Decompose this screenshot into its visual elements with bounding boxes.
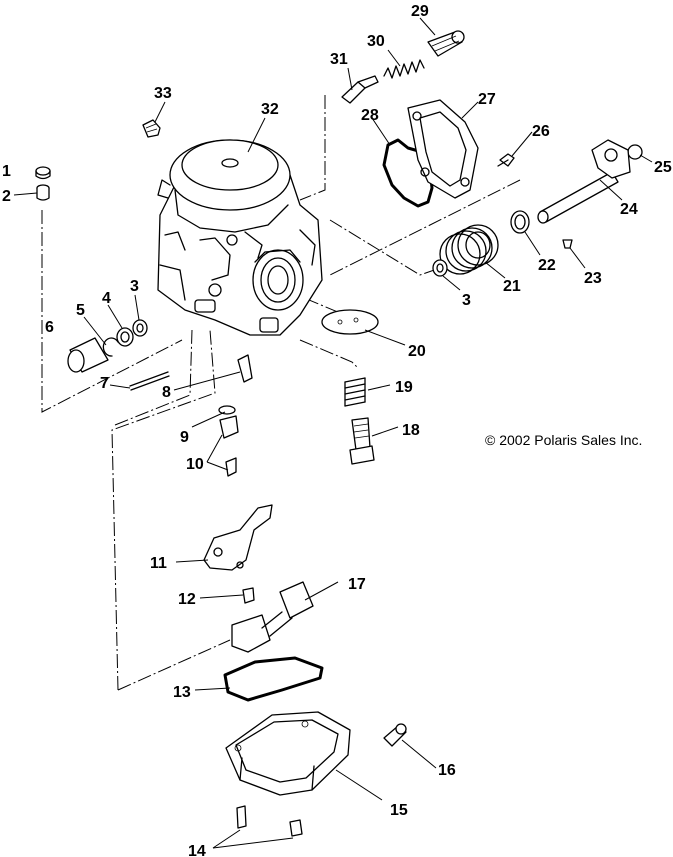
callout-18: 18 xyxy=(402,422,420,439)
callout-7: 7 xyxy=(100,375,109,392)
part-12-screw xyxy=(242,587,255,604)
callout-10: 10 xyxy=(186,456,204,473)
callout-2: 2 xyxy=(2,188,11,205)
callout-1: 1 xyxy=(2,163,11,180)
part-30-spring xyxy=(383,59,425,79)
callout-labels: 1 2 3 3 4 5 6 7 8 9 10 11 12 13 14 15 16… xyxy=(2,3,672,857)
callout-8: 8 xyxy=(162,384,171,401)
part-22-bushing xyxy=(510,210,530,234)
callout-31: 31 xyxy=(330,51,348,68)
part-28-o-ring xyxy=(382,138,434,208)
part-19-spring xyxy=(344,377,366,407)
part-3-washer-left xyxy=(132,319,148,337)
part-29-cap xyxy=(427,30,465,57)
callout-26: 26 xyxy=(532,123,550,140)
part-4-o-ring xyxy=(116,327,134,347)
leader-lines xyxy=(13,17,653,849)
part-15-float-bowl xyxy=(225,711,351,796)
callout-5: 5 xyxy=(76,302,85,319)
callout-4: 4 xyxy=(102,290,111,307)
callout-9: 9 xyxy=(180,429,189,446)
part-11-bracket xyxy=(203,504,273,571)
callout-13: 13 xyxy=(173,684,191,701)
part-13-gasket xyxy=(223,656,324,702)
callout-24: 24 xyxy=(620,201,638,218)
copyright-notice: © 2002 Polaris Sales Inc. xyxy=(485,432,643,448)
callout-6: 6 xyxy=(45,319,54,336)
callout-3-right: 3 xyxy=(462,292,471,309)
part-6-cap xyxy=(67,337,109,373)
part-23-screw xyxy=(562,239,573,249)
callout-20: 20 xyxy=(408,343,426,360)
part-21-spring xyxy=(439,224,499,275)
part-27-cover xyxy=(407,99,479,199)
part-1-cap xyxy=(35,166,51,180)
part-33-screw xyxy=(142,119,161,138)
callout-15: 15 xyxy=(390,802,408,819)
part-26-screw xyxy=(497,153,515,167)
part-24-throttle-shaft xyxy=(537,139,631,224)
part-18-screw xyxy=(349,417,375,465)
part-8-jet xyxy=(237,354,253,383)
part-14-screws xyxy=(236,805,303,837)
callout-25: 25 xyxy=(654,159,672,176)
callout-22: 22 xyxy=(538,257,556,274)
part-10-needle-jet xyxy=(219,415,239,477)
callout-33: 33 xyxy=(154,85,172,102)
callout-29: 29 xyxy=(411,3,429,20)
carburetor-body xyxy=(157,139,323,336)
part-2-fitting xyxy=(36,184,50,201)
callout-30: 30 xyxy=(367,33,385,50)
callout-28: 28 xyxy=(361,107,379,124)
callout-19: 19 xyxy=(395,379,413,396)
part-16-drain-screw xyxy=(383,723,407,747)
part-7-needle xyxy=(129,371,170,391)
callout-14: 14 xyxy=(188,843,206,857)
part-3-washer-right xyxy=(432,259,448,277)
callout-32: 32 xyxy=(261,101,279,118)
callout-23: 23 xyxy=(584,270,602,287)
callout-11: 11 xyxy=(150,555,167,572)
part-20-throttle-plate xyxy=(321,309,379,335)
callout-3-left: 3 xyxy=(130,278,139,295)
part-31-pilot-screw xyxy=(341,75,379,104)
callout-16: 16 xyxy=(438,762,456,779)
callout-27: 27 xyxy=(478,91,496,108)
part-5-clip xyxy=(102,337,119,357)
callout-21: 21 xyxy=(503,278,521,295)
callout-17: 17 xyxy=(348,576,366,593)
part-9-o-ring xyxy=(218,405,236,415)
callout-12: 12 xyxy=(178,591,196,608)
part-17-float xyxy=(231,581,314,653)
